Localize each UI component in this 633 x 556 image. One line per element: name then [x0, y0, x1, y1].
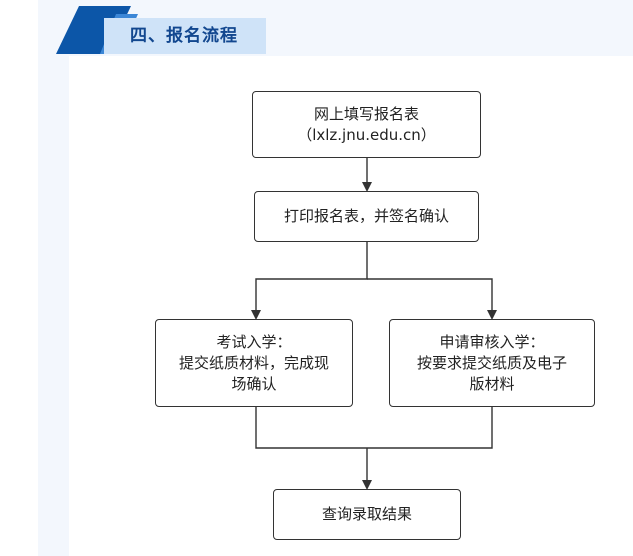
branch-text-line: 版材料: [469, 374, 515, 393]
step-label: 打印报名表，并签名确认: [283, 207, 449, 225]
flow-branch-application-review: 申请审核入学： 按要求提交纸质及电子 版材料: [389, 319, 595, 407]
arrow-to-left-branch: [251, 242, 368, 320]
flow-step-check-result: 查询录取结果: [273, 489, 461, 540]
flow-branch-exam-admission: 考试入学： 提交纸质材料，完成现 场确认: [155, 319, 353, 407]
step-label: 查询录取结果: [321, 505, 412, 523]
branch-text-line: 提交纸质材料，完成现: [178, 353, 329, 372]
merge-connector: [255, 407, 493, 449]
branch-title: 申请审核入学：: [439, 332, 545, 351]
flow-step-print-and-sign: 打印报名表，并签名确认: [254, 191, 479, 242]
branch-text-line: 场确认: [231, 374, 277, 393]
step-label: 网上填写报名表: [313, 104, 419, 123]
branch-text-line: 按要求提交纸质及电子: [416, 353, 567, 372]
step-url: （lxlz.jnu.edu.cn）: [297, 125, 436, 144]
arrow-to-right-branch: [367, 278, 497, 320]
branch-title: 考试入学：: [216, 332, 292, 351]
section-title-banner: [104, 18, 266, 54]
flow-step-online-registration: 网上填写报名表 （lxlz.jnu.edu.cn）: [252, 91, 481, 158]
section-title: 四、报名流程: [130, 26, 238, 46]
